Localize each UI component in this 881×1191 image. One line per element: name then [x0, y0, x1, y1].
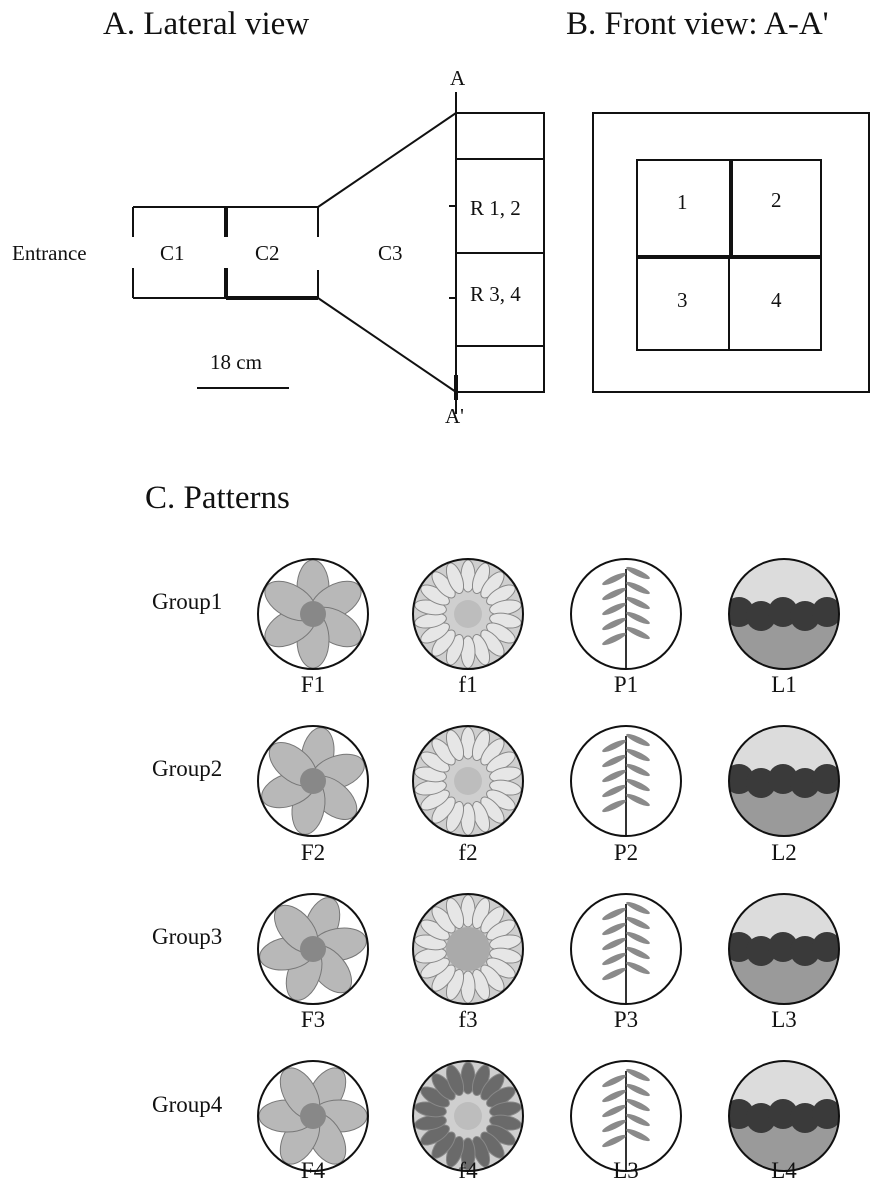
- pattern-disc-g1-2: [412, 558, 524, 670]
- caption-g1-3: P1: [613, 672, 639, 697]
- caption-g2-3: P2: [613, 840, 639, 865]
- front-cell-4: 4: [771, 288, 782, 312]
- pattern-disc-g4-3: [570, 1060, 682, 1172]
- front-view-diagram: [592, 112, 870, 393]
- group1-label: Group1: [152, 589, 223, 614]
- caption-g2-4: L2: [771, 840, 797, 865]
- caption-g1-1: F1: [300, 672, 326, 697]
- pattern-disc-g3-2: [412, 893, 524, 1005]
- caption-g3-2: f3: [458, 1007, 478, 1032]
- caption-g4-2: f4: [458, 1158, 478, 1183]
- pattern-disc-g1-1: [257, 558, 369, 670]
- r34-label: R 3, 4: [470, 282, 521, 306]
- pattern-disc-g4-2: [412, 1060, 524, 1172]
- scale-label: 18 cm: [210, 350, 262, 374]
- caption-g1-4: L1: [771, 672, 797, 697]
- front-outer-frame: [592, 112, 870, 393]
- front-view-heading: B. Front view: A-A': [566, 6, 829, 42]
- group4-label: Group4: [152, 1092, 223, 1117]
- lateral-view-diagram: [132, 92, 545, 414]
- group2-label: Group2: [152, 756, 223, 781]
- pattern-disc-g1-4: [728, 558, 840, 670]
- pattern-disc-g1-3: [570, 558, 682, 670]
- lateral-view-heading: A. Lateral view: [103, 6, 310, 42]
- c3-label: C3: [378, 241, 403, 265]
- funnel-bottom-line: [317, 297, 457, 393]
- pattern-disc-g3-3: [570, 893, 682, 1005]
- caption-g3-3: P3: [613, 1007, 639, 1032]
- marker-a-top: A: [450, 66, 466, 90]
- c1-label: C1: [160, 241, 185, 265]
- pattern-disc-g2-2: [412, 725, 524, 837]
- funnel-top-line: [317, 112, 457, 208]
- caption-g1-2: f1: [458, 672, 478, 697]
- pattern-disc-g2-3: [570, 725, 682, 837]
- patterns-heading: C. Patterns: [145, 480, 290, 516]
- caption-g4-4: L4: [771, 1158, 797, 1183]
- front-cell-1: 1: [677, 190, 688, 214]
- patterns-layer: [257, 558, 840, 1172]
- group3-label: Group3: [152, 924, 223, 949]
- caption-g4-3: L3: [613, 1158, 639, 1183]
- caption-g2-1: F2: [300, 840, 326, 865]
- front-cell-3: 3: [677, 288, 688, 312]
- caption-g2-2: f2: [458, 840, 478, 865]
- pattern-disc-g2-4: [728, 725, 840, 837]
- caption-g3-4: L3: [771, 1007, 797, 1032]
- caption-g3-1: F3: [300, 1007, 326, 1032]
- c2-label: C2: [255, 241, 280, 265]
- pattern-disc-g3-1: [257, 893, 369, 1005]
- marker-a-bottom: A': [445, 404, 464, 428]
- caption-g4-1: F4: [300, 1158, 326, 1183]
- entrance-label: Entrance: [12, 241, 87, 265]
- pattern-disc-g2-1: [257, 725, 369, 837]
- r12-label: R 1, 2: [470, 196, 521, 220]
- pattern-disc-g3-4: [728, 893, 840, 1005]
- pattern-disc-g4-1: [257, 1060, 369, 1172]
- front-cell-2: 2: [771, 188, 782, 212]
